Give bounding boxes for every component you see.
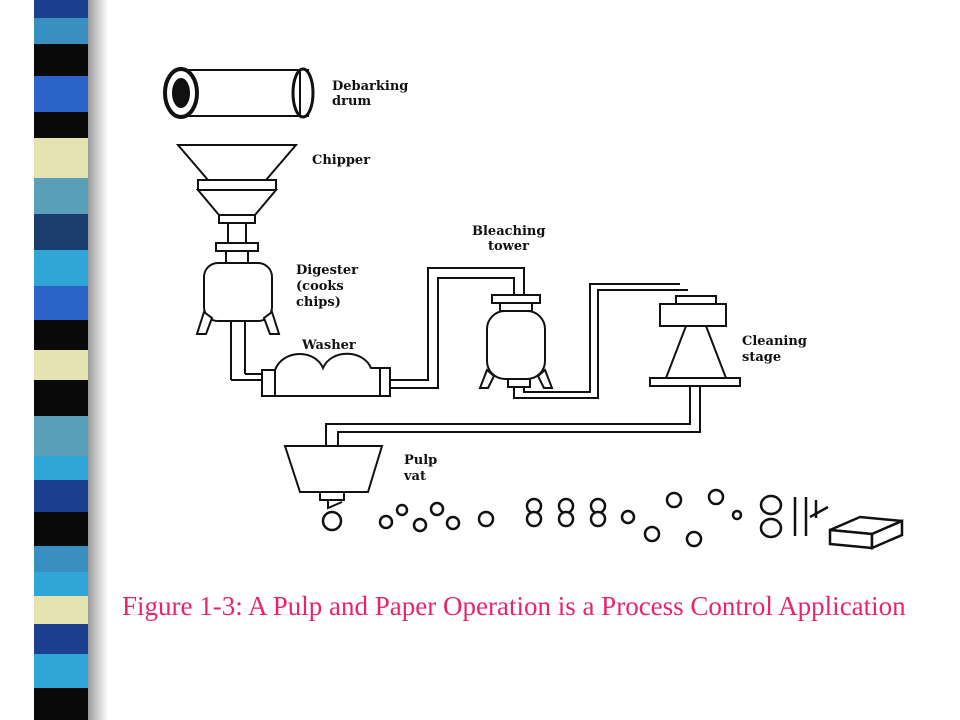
pipe-washer-to-bleaching	[390, 267, 525, 389]
label-bleaching-line2: tower	[488, 239, 529, 254]
label-cleaning-line2: stage	[742, 350, 781, 365]
strip-band	[34, 320, 90, 350]
label-debarking-line2: drum	[332, 94, 371, 109]
strip-band	[34, 138, 90, 178]
label-digester-line1: Digester	[296, 263, 358, 278]
strip-band	[34, 250, 90, 286]
strip-band	[34, 76, 90, 112]
strip-band	[34, 416, 90, 456]
strip-band	[34, 572, 90, 596]
strip-band	[34, 350, 90, 380]
label-pulp-vat-line2: vat	[403, 469, 426, 484]
strip-band	[34, 0, 90, 18]
washer	[261, 352, 391, 397]
pipe-cleaning-to-vat	[325, 386, 701, 446]
strip-band	[34, 44, 90, 76]
strip-band	[34, 546, 90, 572]
strip-band	[34, 18, 90, 44]
strip-band	[34, 286, 90, 320]
pulp-stream	[321, 488, 783, 548]
strip-band	[34, 654, 90, 688]
cleaning-stage	[649, 295, 741, 387]
label-cleaning-line1: Cleaning	[742, 334, 807, 349]
debarking-drum	[163, 67, 315, 119]
strip-band	[34, 512, 90, 546]
strip-band	[34, 112, 90, 138]
strip-band	[34, 688, 90, 720]
decorative-left-strip	[0, 0, 110, 720]
label-pulp-vat-line1: Pulp	[404, 453, 437, 468]
strip-band	[34, 456, 90, 480]
bleaching-tower	[478, 294, 554, 389]
pulp-vat	[283, 445, 384, 510]
figure-caption: Figure 1-3: A Pulp and Paper Operation i…	[122, 591, 906, 621]
strip-band	[34, 624, 90, 654]
strip-shadow	[88, 0, 108, 720]
label-chipper: Chipper	[312, 153, 370, 168]
chipper	[175, 144, 299, 252]
label-bleaching-line1: Bleaching	[472, 224, 545, 239]
label-digester-line2: (cooks	[296, 279, 344, 294]
label-digester-line3: chips)	[296, 295, 341, 310]
paper-stack	[828, 515, 904, 550]
strip-band	[34, 480, 90, 512]
strip-band	[34, 380, 90, 416]
label-debarking-line1: Debarking	[332, 79, 408, 94]
press-rollers	[793, 497, 829, 536]
diagram-labels: Debarking drum Chipper Bleaching tower D…	[296, 79, 807, 484]
strip-band	[34, 214, 90, 250]
label-washer: Washer	[301, 338, 356, 353]
strip-band	[34, 178, 90, 214]
strip-band	[34, 596, 90, 624]
digester	[195, 250, 281, 381]
pipe-bleaching-to-cleaning	[513, 283, 688, 399]
